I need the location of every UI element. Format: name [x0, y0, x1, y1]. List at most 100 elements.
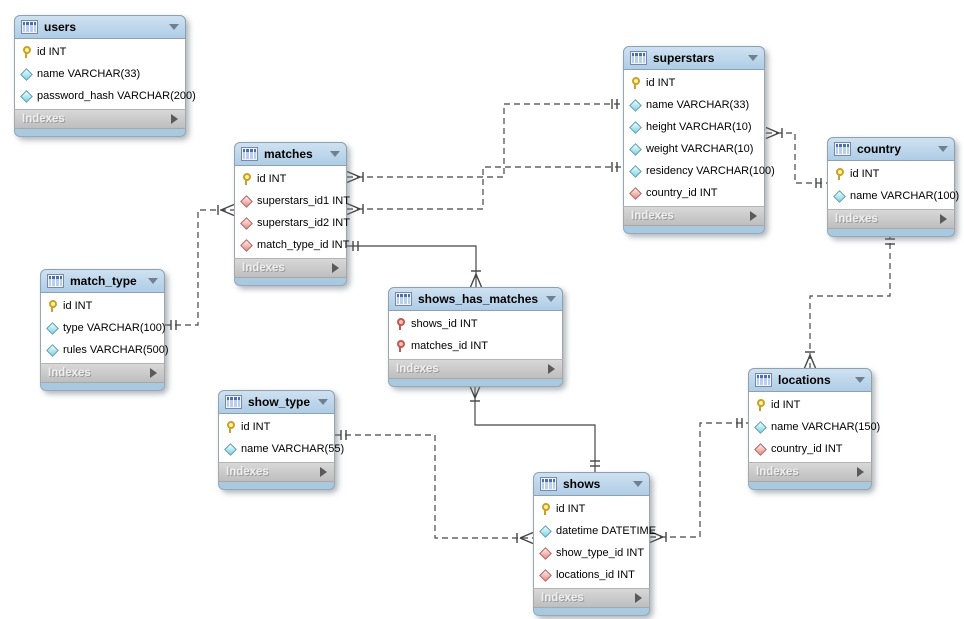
table-header[interactable]: superstars: [623, 46, 765, 70]
table-header[interactable]: show_type: [218, 390, 335, 414]
column-row[interactable]: country_id INT: [749, 438, 871, 460]
table-header[interactable]: users: [14, 15, 186, 39]
column-row[interactable]: weight VARCHAR(10): [624, 138, 764, 160]
primary-key-icon: [833, 168, 845, 180]
indexes-footer[interactable]: Indexes: [40, 363, 165, 383]
column-row[interactable]: id INT: [828, 163, 954, 185]
expand-indexes-icon[interactable]: [171, 114, 178, 124]
column-row[interactable]: id INT: [749, 394, 871, 416]
column-row[interactable]: country_id INT: [624, 182, 764, 204]
relationship-show_type-shows[interactable]: [335, 434, 533, 539]
collapse-arrow-icon[interactable]: [855, 377, 865, 383]
column-label: name VARCHAR(33): [37, 68, 141, 80]
column-label: name VARCHAR(55): [241, 443, 345, 455]
indexes-label: Indexes: [756, 466, 799, 478]
column-diamond-icon: [833, 190, 845, 202]
column-row[interactable]: superstars_id1 INT: [235, 190, 350, 212]
table-header[interactable]: shows: [533, 472, 650, 496]
expand-indexes-icon[interactable]: [332, 263, 339, 273]
expand-indexes-icon[interactable]: [857, 467, 864, 477]
table-icon: [540, 477, 557, 491]
collapse-arrow-icon[interactable]: [938, 146, 948, 152]
column-row[interactable]: locations_id INT: [534, 564, 649, 586]
table-bottom-strip: [533, 608, 650, 616]
column-row[interactable]: password_hash VARCHAR(200): [15, 85, 196, 107]
cardinality-marker: [474, 384, 482, 399]
column-row[interactable]: type VARCHAR(100): [41, 317, 166, 339]
column-row[interactable]: id INT: [41, 295, 164, 317]
collapse-arrow-icon[interactable]: [633, 481, 643, 487]
column-row[interactable]: id INT: [534, 498, 649, 520]
column-label: id INT: [63, 300, 93, 312]
column-row[interactable]: name VARCHAR(33): [624, 94, 764, 116]
column-label: match_type_id INT: [257, 239, 350, 251]
expand-indexes-icon[interactable]: [548, 364, 555, 374]
relationship-country-locations[interactable]: [809, 233, 891, 368]
column-row[interactable]: name VARCHAR(150): [749, 416, 880, 438]
expand-indexes-icon[interactable]: [940, 214, 947, 224]
column-label: rules VARCHAR(500): [63, 344, 169, 356]
collapse-arrow-icon[interactable]: [748, 55, 758, 61]
column-row[interactable]: name VARCHAR(33): [15, 63, 185, 85]
column-row[interactable]: name VARCHAR(100): [828, 185, 959, 207]
indexes-footer[interactable]: Indexes: [14, 109, 186, 129]
column-row[interactable]: name VARCHAR(55): [219, 438, 344, 460]
relationship-shows-locations[interactable]: [650, 422, 748, 538]
column-row[interactable]: residency VARCHAR(100): [624, 160, 775, 182]
relationship-matches-superstars[interactable]: [347, 166, 623, 210]
column-label: matches_id INT: [411, 340, 489, 352]
column-row[interactable]: id INT: [15, 41, 185, 63]
indexes-footer[interactable]: Indexes: [218, 462, 335, 482]
indexes-footer[interactable]: Indexes: [388, 359, 563, 379]
column-row[interactable]: id INT: [235, 168, 346, 190]
collapse-arrow-icon[interactable]: [318, 399, 328, 405]
cardinality-marker: [649, 536, 664, 544]
indexes-footer[interactable]: Indexes: [533, 588, 650, 608]
column-row[interactable]: matches_id INT: [389, 335, 562, 357]
indexes-footer[interactable]: Indexes: [748, 462, 872, 482]
cardinality-marker: [346, 170, 361, 178]
cardinality-marker: [765, 132, 780, 140]
column-row[interactable]: show_type_id INT: [534, 542, 649, 564]
column-diamond-icon: [629, 143, 641, 155]
collapse-arrow-icon[interactable]: [169, 24, 179, 30]
collapse-arrow-icon[interactable]: [546, 296, 556, 302]
column-row[interactable]: height VARCHAR(10): [624, 116, 764, 138]
expand-indexes-icon[interactable]: [635, 593, 642, 603]
column-row[interactable]: match_type_id INT: [235, 234, 350, 256]
column-row[interactable]: id INT: [219, 416, 334, 438]
table-header[interactable]: match_type: [40, 269, 165, 293]
column-row[interactable]: id INT: [624, 72, 764, 94]
column-diamond-icon: [20, 68, 32, 80]
indexes-label: Indexes: [541, 592, 584, 604]
table-header[interactable]: locations: [748, 368, 872, 392]
column-row[interactable]: superstars_id2 INT: [235, 212, 350, 234]
column-diamond-icon: [539, 525, 551, 537]
column-row[interactable]: rules VARCHAR(500): [41, 339, 169, 361]
column-label: country_id INT: [771, 443, 843, 455]
relationship-shows_has_matches-shows[interactable]: [474, 385, 596, 472]
indexes-footer[interactable]: Indexes: [827, 209, 955, 229]
collapse-arrow-icon[interactable]: [330, 151, 340, 157]
relationship-matches-superstars[interactable]: [347, 103, 623, 178]
expand-indexes-icon[interactable]: [320, 467, 327, 477]
table-header[interactable]: matches: [234, 142, 347, 166]
table-header[interactable]: shows_has_matches: [388, 287, 563, 311]
collapse-arrow-icon[interactable]: [148, 278, 158, 284]
table-match_type: match_type id INT type VARCHAR(100) rules …: [40, 269, 169, 391]
column-row[interactable]: datetime DATETIME: [534, 520, 656, 542]
cardinality-marker: [468, 384, 476, 399]
relationship-matches-shows_has_matches[interactable]: [347, 245, 477, 287]
indexes-footer[interactable]: Indexes: [623, 206, 765, 226]
table-bottom-strip: [827, 229, 955, 237]
column-row[interactable]: shows_id INT: [389, 313, 562, 335]
indexes-footer[interactable]: Indexes: [234, 258, 347, 278]
column-label: height VARCHAR(10): [646, 121, 752, 133]
relationship-match_type-matches[interactable]: [165, 209, 234, 326]
expand-indexes-icon[interactable]: [750, 211, 757, 221]
expand-indexes-icon[interactable]: [150, 368, 157, 378]
relationship-superstars-country[interactable]: [766, 132, 827, 184]
table-header[interactable]: country: [827, 137, 955, 161]
